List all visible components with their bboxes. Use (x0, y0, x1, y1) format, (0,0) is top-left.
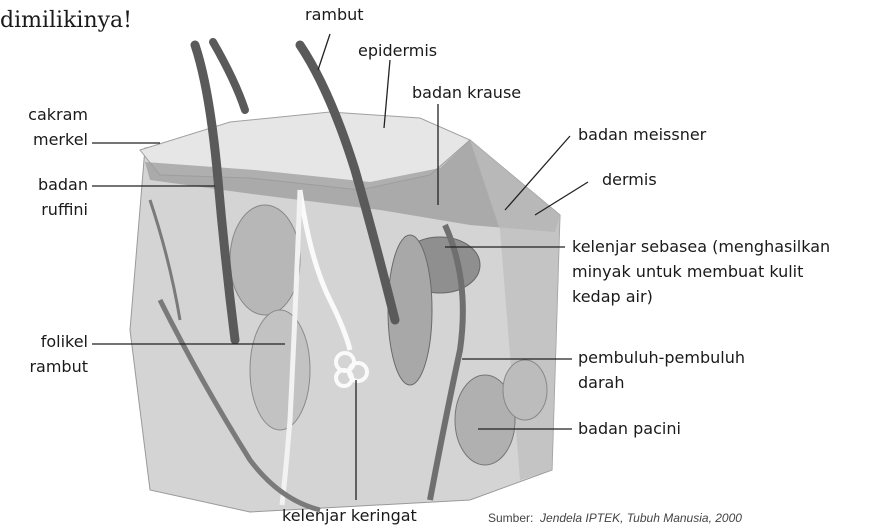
label-kelenjar-sebasea-2: minyak untuk membuat kulit (572, 261, 803, 282)
leader-rambut (318, 34, 330, 70)
label-kelenjar-sebasea-1: kelenjar sebasea (menghasilkan (572, 236, 830, 257)
label-merkel: merkel (0, 129, 88, 150)
label-epidermis: epidermis (358, 40, 437, 61)
fat-lobule (503, 360, 547, 420)
label-badan: badan (0, 174, 88, 195)
label-badan-meissner: badan meissner (578, 124, 706, 145)
label-kelenjar-keringat: kelenjar keringat (282, 505, 417, 526)
label-rambut: rambut (305, 4, 364, 25)
label-pembuluh-1: pembuluh-pembuluh (578, 347, 745, 368)
label-ruffini: ruffini (0, 199, 88, 220)
gland-mass (230, 205, 300, 315)
label-badan-krause: badan krause (412, 82, 521, 103)
source-prefix: Sumber: (488, 511, 533, 525)
label-folikel-rambut: rambut (0, 356, 88, 377)
label-kelenjar-sebasea-3: kedap air) (572, 286, 653, 307)
label-dermis: dermis (602, 169, 657, 190)
source-caption: Sumber: Jendela IPTEK, Tubuh Manusia, 20… (488, 511, 742, 525)
hair-strand-2 (213, 42, 245, 110)
label-folikel: folikel (0, 331, 88, 352)
label-badan-pacini: badan pacini (578, 418, 681, 439)
follicle-bulb (250, 310, 310, 430)
source-title: Jendela IPTEK, Tubuh Manusia, 2000 (540, 511, 742, 525)
label-pembuluh-2: darah (578, 372, 624, 393)
heading-text: dimilikinya! (0, 8, 132, 33)
label-cakram: cakram (0, 104, 88, 125)
leader-dermis (535, 182, 588, 215)
